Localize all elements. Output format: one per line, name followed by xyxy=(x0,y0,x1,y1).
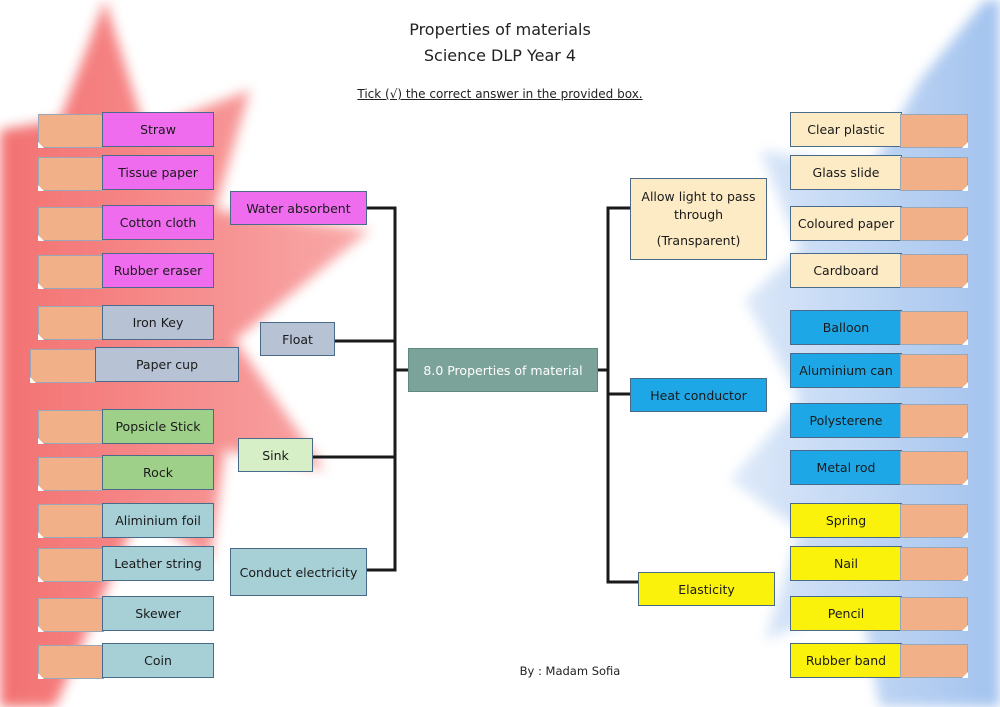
answer-tick-box[interactable] xyxy=(38,598,104,632)
answer-tick-box[interactable] xyxy=(900,644,968,678)
answer-tick-box[interactable] xyxy=(900,504,968,538)
author-credit: By : Madam Sofia xyxy=(519,664,621,678)
answer-tick-box[interactable] xyxy=(38,207,104,241)
answer-tick-box[interactable] xyxy=(900,114,968,148)
answer-tick-box[interactable] xyxy=(900,404,968,438)
answer-tick-box[interactable] xyxy=(900,157,968,191)
answer-tick-box[interactable] xyxy=(30,349,96,383)
answer-tick-box[interactable] xyxy=(38,410,104,444)
property-heat-conductor: Heat conductor xyxy=(630,378,767,412)
answer-tick-box[interactable] xyxy=(900,311,968,345)
item-label-leather-string: Leather string xyxy=(102,546,214,581)
answer-tick-box[interactable] xyxy=(38,306,104,340)
property-elasticity: Elasticity xyxy=(638,572,775,606)
property-sink: Sink xyxy=(238,438,313,472)
answer-tick-box[interactable] xyxy=(38,255,104,289)
property-conduct-electricity: Conduct electricity xyxy=(230,548,367,596)
answer-tick-box[interactable] xyxy=(900,451,968,485)
item-label-aluminium-can: Aluminium can xyxy=(790,353,902,388)
item-label-cardboard: Cardboard xyxy=(790,253,902,288)
item-label-glass-slide: Glass slide xyxy=(790,155,902,190)
title-line-2: Science DLP Year 4 xyxy=(423,46,577,65)
transparent-label-line-1: Allow light to pass through xyxy=(641,189,756,222)
item-label-coin: Coin xyxy=(102,643,214,678)
item-label-rock: Rock xyxy=(102,455,214,490)
property-water-absorbent: Water absorbent xyxy=(230,191,367,225)
answer-tick-box[interactable] xyxy=(38,645,104,679)
left-trunk-line xyxy=(367,206,397,572)
item-label-rubber-eraser: Rubber eraser xyxy=(102,253,214,288)
answer-tick-box[interactable] xyxy=(900,254,968,288)
property-transparent: Allow light to pass through (Transparent… xyxy=(630,178,767,260)
property-float: Float xyxy=(260,322,335,356)
item-label-coloured-paper: Coloured paper xyxy=(790,206,902,241)
item-label-cotton-cloth: Cotton cloth xyxy=(102,205,214,240)
answer-tick-box[interactable] xyxy=(900,354,968,388)
answer-tick-box[interactable] xyxy=(38,457,104,491)
answer-tick-box[interactable] xyxy=(900,207,968,241)
instruction-text: Tick (√) the correct answer in the provi… xyxy=(357,87,643,101)
item-label-polysterene: Polysterene xyxy=(790,403,902,438)
item-label-metal-rod: Metal rod xyxy=(790,450,902,485)
transparent-label-line-2: (Transparent) xyxy=(656,233,741,248)
item-label-clear-plastic: Clear plastic xyxy=(790,112,902,147)
item-label-skewer: Skewer xyxy=(102,596,214,631)
item-label-rubber-band: Rubber band xyxy=(790,643,902,678)
answer-tick-box[interactable] xyxy=(38,114,104,148)
item-label-tissue-paper: Tissue paper xyxy=(102,155,214,190)
answer-tick-box[interactable] xyxy=(900,597,968,631)
item-label-spring: Spring xyxy=(790,503,902,538)
item-label-nail: Nail xyxy=(790,546,902,581)
item-label-iron-key: Iron Key xyxy=(102,305,214,340)
item-label-paper-cup: Paper cup xyxy=(95,347,239,382)
answer-tick-box[interactable] xyxy=(38,548,104,582)
answer-tick-box[interactable] xyxy=(38,157,104,191)
item-label-pencil: Pencil xyxy=(790,596,902,631)
item-label-aliminium-foil: Aliminium foil xyxy=(102,503,214,538)
answer-tick-box[interactable] xyxy=(38,504,104,538)
center-topic-box: 8.0 Properties of material xyxy=(408,348,598,392)
item-label-balloon: Balloon xyxy=(790,310,902,345)
item-label-popsicle-stick: Popsicle Stick xyxy=(102,409,214,444)
title-line-1: Properties of materials xyxy=(409,20,591,39)
item-label-straw: Straw xyxy=(102,112,214,147)
answer-tick-box[interactable] xyxy=(900,547,968,581)
